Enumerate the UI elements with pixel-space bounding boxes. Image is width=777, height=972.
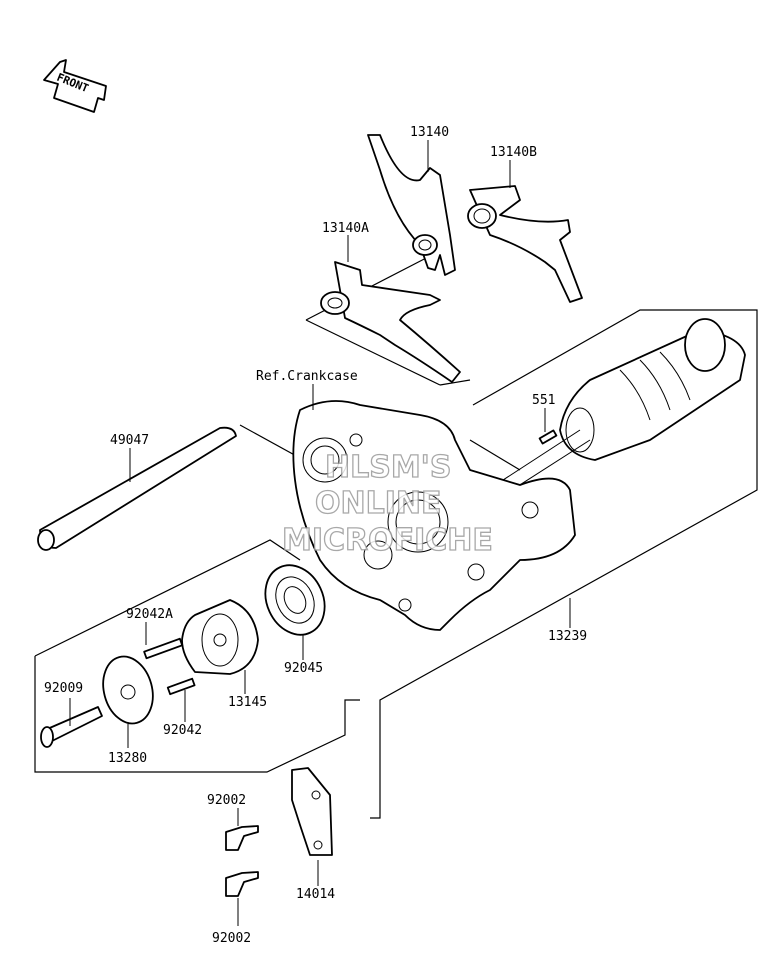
- holder-13145: [181, 599, 259, 675]
- label-13140A: 13140A: [322, 221, 369, 236]
- bolt-92009: [40, 706, 103, 748]
- label-92002-lower: 92002: [212, 931, 251, 946]
- shaft-49047: [37, 426, 237, 551]
- part-labels: 13140 13140B 13140A Ref.Crankcase 551 49…: [44, 125, 587, 946]
- label-92045: 92045: [284, 661, 323, 676]
- plate-13280: [102, 655, 154, 725]
- label-13145: 13145: [228, 695, 267, 710]
- label-13280: 13280: [108, 751, 147, 766]
- label-13239: 13239: [548, 629, 587, 644]
- leader-lines: [69, 140, 571, 926]
- shift-fork-13140B: [467, 185, 583, 303]
- bearing-92045: [264, 564, 326, 636]
- label-14014: 14014: [296, 887, 335, 902]
- watermark-line-3: MICROFICHE: [282, 523, 493, 558]
- label-92042: 92042: [163, 723, 202, 738]
- watermark: HLSM'S ONLINE MICROFICHE: [281, 449, 493, 558]
- label-551: 551: [532, 393, 555, 408]
- stopper-14014: [291, 767, 333, 856]
- pin-92042: [166, 677, 196, 696]
- label-92002-upper: 92002: [207, 793, 246, 808]
- shift-fork-13140: [367, 134, 456, 276]
- label-13140B: 13140B: [490, 145, 537, 160]
- watermark-line-1: HLSM'S: [325, 450, 451, 485]
- label-13140: 13140: [410, 125, 449, 140]
- label-92009: 92009: [44, 681, 83, 696]
- label-92042A: 92042A: [126, 607, 173, 622]
- bolt-92002-upper: [225, 825, 259, 851]
- label-ref-crankcase: Ref.Crankcase: [256, 369, 358, 384]
- label-49047: 49047: [110, 433, 149, 448]
- shift-drum-13239: [379, 318, 746, 569]
- front-arrow-icon: FRONT: [43, 59, 107, 113]
- watermark-line-2: ONLINE: [315, 486, 442, 521]
- bolt-92002-lower: [225, 871, 259, 897]
- crankcase: [292, 400, 576, 631]
- shift-fork-13140A: [320, 261, 461, 383]
- pin-551: [538, 429, 558, 445]
- pin-92042A: [143, 637, 184, 660]
